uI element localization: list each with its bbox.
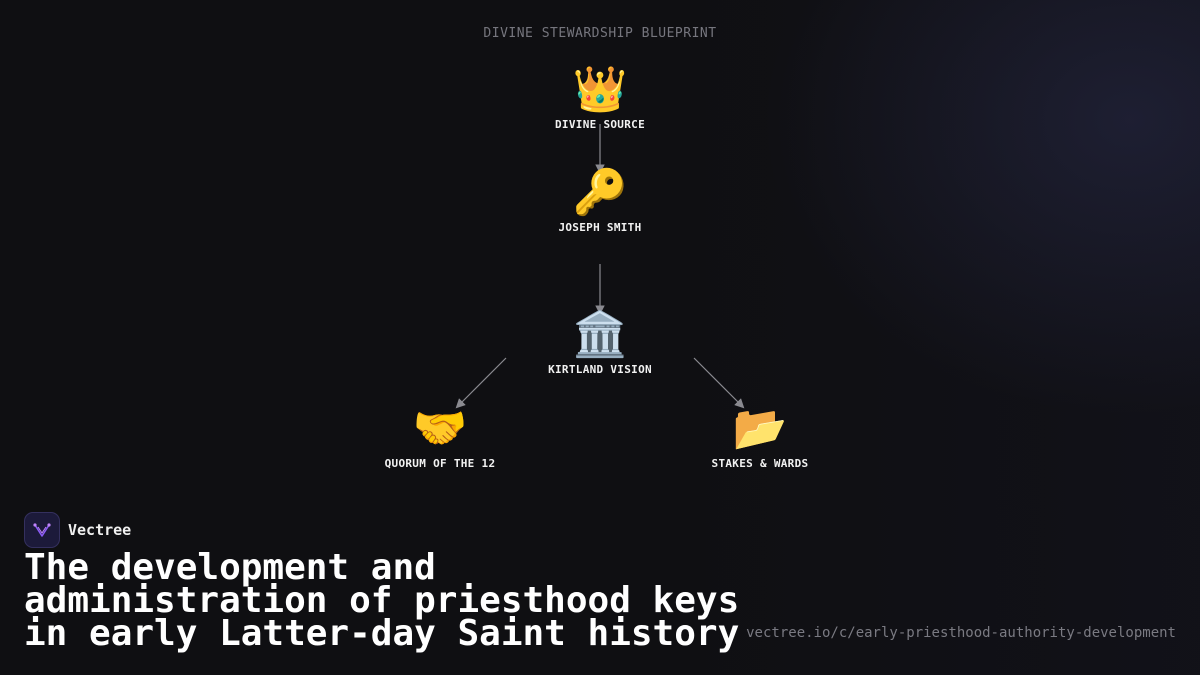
brand[interactable]: Vectree bbox=[24, 512, 131, 548]
headline-line: in early Latter-day Saint history bbox=[24, 613, 740, 654]
headline-line: The development and bbox=[24, 547, 436, 588]
node-label: KIRTLAND VISION bbox=[548, 363, 652, 376]
node-quorum-of-12: 🤝 QUORUM OF THE 12 bbox=[320, 403, 560, 470]
diagram-title: DIVINE STEWARDSHIP BLUEPRINT bbox=[483, 26, 717, 41]
node-joseph-smith: 🔑 JOSEPH SMITH bbox=[480, 167, 720, 234]
page-url[interactable]: vectree.io/c/early-priesthood-authority-… bbox=[746, 625, 1176, 641]
handshake-icon: 🤝 bbox=[412, 403, 468, 454]
vectree-logo-icon bbox=[24, 512, 60, 548]
node-label: DIVINE SOURCE bbox=[555, 118, 645, 131]
node-stakes-wards: 📂 STAKES & WARDS bbox=[640, 403, 880, 470]
key-icon: 🔑 bbox=[572, 167, 628, 218]
open-folder-icon: 📂 bbox=[732, 403, 788, 454]
node-divine-source: 👑 DIVINE SOURCE bbox=[480, 64, 720, 131]
headline-line: administration of priesthood keys bbox=[24, 580, 740, 621]
classical-building-icon: 🏛️ bbox=[572, 309, 628, 360]
node-label: STAKES & WARDS bbox=[711, 457, 809, 470]
brand-name: Vectree bbox=[68, 521, 132, 539]
node-kirtland-vision: 🏛️ KIRTLAND VISION bbox=[480, 309, 720, 376]
edge-kirtland-to-quorum bbox=[455, 357, 507, 409]
crown-icon: 👑 bbox=[572, 64, 628, 115]
edge-kirtland-to-stakes bbox=[693, 357, 745, 409]
node-label: JOSEPH SMITH bbox=[558, 221, 642, 234]
headline: The development and administration of pr… bbox=[24, 547, 740, 654]
node-label: QUORUM OF THE 12 bbox=[384, 457, 496, 470]
